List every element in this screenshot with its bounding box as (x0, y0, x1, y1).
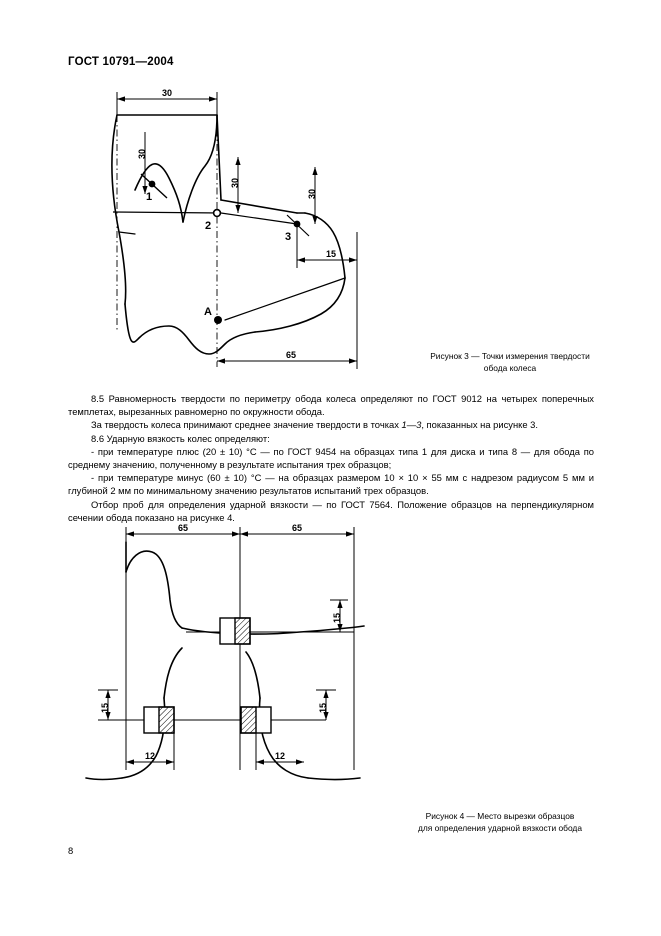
paragraph-sampling: Отбор проб для определения ударной вязко… (68, 498, 594, 523)
dimension-value: 30 (307, 189, 317, 199)
dimension-value: 12 (275, 751, 285, 761)
dimension-value: 12 (145, 751, 155, 761)
caption-line: Рисунок 4 — Место вырезки образцов (425, 811, 575, 821)
point-label-3: 3 (285, 231, 291, 243)
dimension-value: 15 (100, 703, 110, 713)
center-lines (116, 115, 218, 367)
dimension-mid-depth: 30 (230, 157, 241, 213)
caption-line: обода колеса (483, 363, 537, 373)
dimension-value: 30 (137, 149, 147, 159)
point-range-reference: 1—3 (401, 419, 422, 431)
dimension-top-left-width: 65 (125, 523, 241, 542)
point-marker-2 (212, 208, 222, 218)
dimension-lower-right-depth: 15 (316, 689, 336, 720)
construction-lines (98, 534, 355, 770)
dimension-bottom-width: 65 (217, 232, 358, 369)
paragraph-8-5: 8.5 Равномерность твердости по периметру… (68, 393, 594, 418)
dimension-value: 30 (162, 88, 172, 98)
rim-section-outline (85, 541, 365, 781)
specimen-lower-left (143, 706, 175, 734)
caption-line: для определения ударной вязкости обода (418, 823, 582, 833)
dimension-value: 15 (318, 703, 328, 713)
dimension-lower-left-depth: 15 (98, 689, 118, 720)
dimension-top-width: 30 (116, 88, 218, 118)
standard-header: ГОСТ 10791—2004 (68, 56, 174, 68)
paragraph-minus-temperature: - при температуре минус (60 ± 10) °С — н… (68, 472, 594, 497)
page-number: 8 (68, 845, 74, 856)
dimension-value: 15 (326, 249, 336, 259)
measurement-points: 1 2 3 A (140, 173, 310, 324)
dimension-value: 65 (178, 523, 188, 533)
figure-4-caption: Рисунок 4 — Место вырезки образцов для о… (375, 810, 625, 834)
figure-3-caption: Рисунок 3 — Точки измерения твердости об… (395, 350, 625, 374)
point-label-a: A (204, 306, 212, 318)
paragraph-hardness-average: За твердость колеса принимают среднее зн… (91, 419, 539, 431)
dimension-value: 30 (230, 178, 240, 188)
caption-line: Рисунок 3 — Точки измерения твердости (430, 351, 590, 361)
dimension-value: 15 (332, 613, 342, 623)
point-marker-a (214, 316, 222, 324)
dimension-top-right-width: 65 (240, 523, 355, 542)
dimension-right-offset: 15 (296, 224, 358, 268)
point-label-1: 1 (146, 191, 152, 203)
point-label-2: 2 (205, 220, 211, 232)
paragraph-8-6: 8.6 Ударную вязкость колес определяют: (91, 432, 270, 444)
dimension-right-depth: 30 (307, 167, 318, 224)
specimen-upper-center (219, 617, 251, 645)
dimension-upper-right-depth: 15 (330, 599, 348, 632)
figure-4-drawing: 65 65 15 1 (78, 520, 378, 800)
figure-3-drawing: 30 30 30 30 (95, 82, 385, 372)
dimension-value: 65 (292, 523, 302, 533)
body-text-block: 8.5 Равномерность твердости по периметру… (68, 392, 594, 524)
paragraph-plus-temperature: - при температуре плюс (20 ± 10) °С — по… (68, 445, 594, 471)
specimen-lower-right (240, 706, 272, 734)
dimension-left-depth: 30 (137, 132, 148, 194)
dimension-value: 65 (286, 350, 296, 360)
